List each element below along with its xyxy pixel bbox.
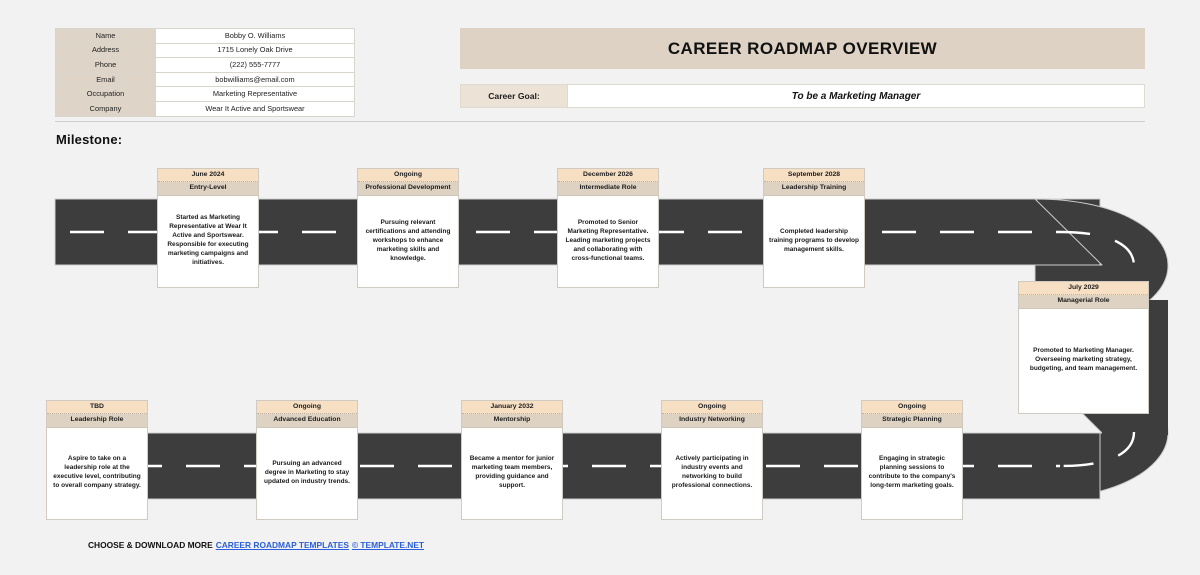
milestone-description: Promoted to Marketing Manager. Overseein… [1029, 347, 1138, 373]
milestone-card-5[interactable]: July 2029 Managerial Role Promoted to Ma… [1018, 281, 1149, 414]
career-goal-row: Career Goal: To be a Marketing Manager [460, 84, 1145, 108]
milestone-role: Leadership Role [47, 414, 147, 428]
milestone-role: Industry Networking [662, 414, 762, 428]
milestone-role: Professional Development [358, 182, 458, 196]
milestone-description: Completed leadership training programs t… [769, 227, 859, 253]
table-row: Company Wear It Active and Sportswear [55, 100, 355, 117]
milestone-card-1[interactable]: June 2024 Entry-Level Started as Marketi… [157, 168, 259, 288]
milestone-card-6[interactable]: TBD Leadership Role Aspire to take on a … [46, 400, 148, 520]
milestone-description: Promoted to Senior Marketing Representat… [565, 218, 651, 262]
milestone-card-7[interactable]: Ongoing Advanced Education Pursuing an a… [256, 400, 358, 520]
career-goal-label: Career Goal: [461, 85, 568, 107]
career-roadmap-templates-link[interactable]: CAREER ROADMAP TEMPLATES [215, 540, 349, 550]
info-label-occupation: Occupation [55, 86, 156, 102]
info-value-company: Wear It Active and Sportswear [155, 100, 355, 117]
milestone-description: Pursuing relevant certifications and att… [365, 218, 451, 262]
milestone-role: Strategic Planning [862, 414, 962, 428]
header-divider [55, 121, 1145, 122]
milestone-role: Leadership Training [764, 182, 864, 196]
milestone-date: Ongoing [662, 401, 762, 415]
table-row: Phone (222) 555-7777 [55, 57, 355, 73]
milestone-date: Ongoing [862, 401, 962, 415]
milestone-body: Completed leadership training programs t… [764, 196, 864, 287]
milestone-description: Pursuing an advanced degree in Marketing… [264, 459, 350, 485]
milestone-description: Became a mentor for junior marketing tea… [469, 455, 555, 490]
info-label-name: Name [55, 28, 156, 44]
milestone-body: Engaging in strategic planning sessions … [862, 428, 962, 519]
personal-info-table: Name Bobby O. Williams Address 1715 Lone… [55, 28, 355, 117]
milestone-date: July 2029 [1019, 282, 1148, 296]
milestone-body: Promoted to Marketing Manager. Overseein… [1019, 309, 1148, 413]
milestone-description: Actively participating in industry event… [671, 455, 753, 490]
table-row: Name Bobby O. Williams [55, 28, 355, 44]
milestone-body: Pursuing relevant certifications and att… [358, 196, 458, 287]
milestone-description: Started as Marketing Representative at W… [167, 214, 249, 267]
info-value-phone: (222) 555-7777 [155, 57, 355, 73]
milestone-role: Advanced Education [257, 414, 357, 428]
table-row: Address 1715 Lonely Oak Drive [55, 42, 355, 59]
milestone-date: June 2024 [158, 169, 258, 183]
milestone-section-label: Milestone: [56, 132, 123, 147]
milestone-body: Aspire to take on a leadership role at t… [47, 428, 147, 519]
milestone-body: Actively participating in industry event… [662, 428, 762, 519]
info-value-name: Bobby O. Williams [155, 28, 355, 44]
milestone-body: Started as Marketing Representative at W… [158, 196, 258, 287]
milestone-role: Entry-Level [158, 182, 258, 196]
info-value-email: bobwilliams@email.com [155, 71, 355, 88]
milestone-date: Ongoing [358, 169, 458, 183]
info-label-phone: Phone [55, 57, 156, 73]
info-label-address: Address [55, 42, 156, 59]
info-label-email: Email [55, 71, 156, 88]
info-value-occupation: Marketing Representative [155, 86, 355, 102]
info-value-address: 1715 Lonely Oak Drive [155, 42, 355, 59]
table-row: Occupation Marketing Representative [55, 86, 355, 102]
footer-prefix: CHOOSE & DOWNLOAD MORE [88, 540, 213, 550]
milestone-date: January 2032 [462, 401, 562, 415]
milestone-card-10[interactable]: Ongoing Strategic Planning Engaging in s… [861, 400, 963, 520]
milestone-description: Engaging in strategic planning sessions … [868, 455, 956, 490]
milestone-role: Intermediate Role [558, 182, 658, 196]
milestone-card-9[interactable]: Ongoing Industry Networking Actively par… [661, 400, 763, 520]
milestone-description: Aspire to take on a leadership role at t… [53, 455, 141, 490]
milestone-body: Promoted to Senior Marketing Representat… [558, 196, 658, 287]
milestone-date: September 2028 [764, 169, 864, 183]
page-title-banner: CAREER ROADMAP OVERVIEW [460, 28, 1145, 69]
milestone-card-4[interactable]: September 2028 Leadership Training Compl… [763, 168, 865, 288]
milestone-role: Mentorship [462, 414, 562, 428]
info-label-company: Company [55, 100, 156, 117]
milestone-date: Ongoing [257, 401, 357, 415]
milestone-body: Pursuing an advanced degree in Marketing… [257, 428, 357, 519]
milestone-body: Became a mentor for junior marketing tea… [462, 428, 562, 519]
milestone-card-8[interactable]: January 2032 Mentorship Became a mentor … [461, 400, 563, 520]
page-title: CAREER ROADMAP OVERVIEW [667, 38, 938, 58]
milestone-date: December 2026 [558, 169, 658, 183]
template-net-link[interactable]: © TEMPLATE.NET [351, 540, 425, 550]
table-row: Email bobwilliams@email.com [55, 71, 355, 88]
milestone-card-3[interactable]: December 2026 Intermediate Role Promoted… [557, 168, 659, 288]
career-goal-value: To be a Marketing Manager [568, 85, 1144, 107]
milestone-card-2[interactable]: Ongoing Professional Development Pursuin… [357, 168, 459, 288]
milestone-date: TBD [47, 401, 147, 415]
milestone-role: Managerial Role [1019, 295, 1148, 309]
